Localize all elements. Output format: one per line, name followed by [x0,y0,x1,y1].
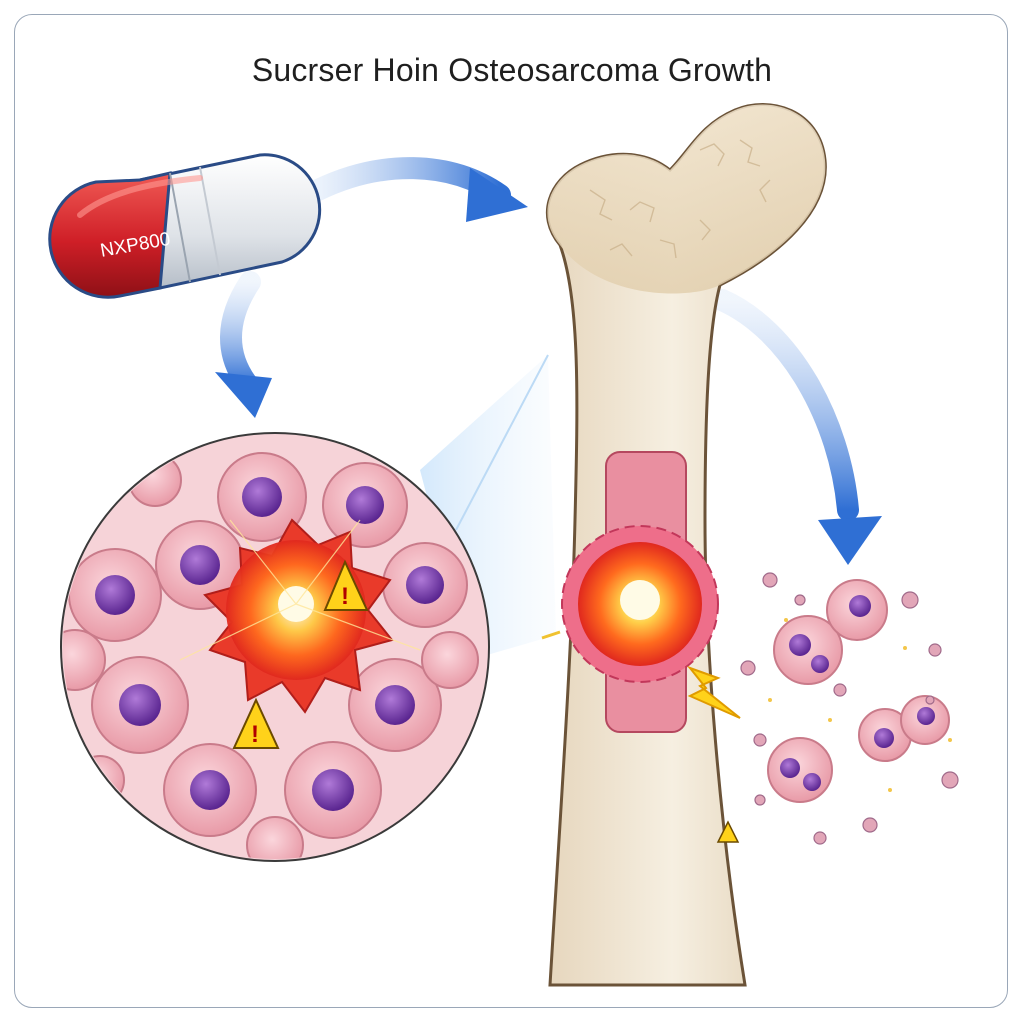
central-tumor [179,518,421,714]
cell-icon [63,452,479,859]
cell-zoom-circle: ! ! [60,432,490,862]
warning-icon: ! [323,559,369,611]
warning-icon: ! [232,697,280,749]
diagram-title: Sucrser Hoin Osteosarcoma Growth [251,52,773,88]
warning-icon [716,820,740,843]
svg-text:!: ! [251,721,259,748]
svg-text:!: ! [341,583,349,610]
bone-icon [541,102,827,987]
capsule-icon: NXP800 [48,153,322,299]
bone-tumor [561,525,719,683]
arrow-bone-to-cells [711,289,882,565]
arrow-pill-to-cells [215,271,272,418]
arrow-pill-to-bone [307,157,528,222]
scattered-cells [716,572,959,845]
lightning-icon [687,665,741,719]
